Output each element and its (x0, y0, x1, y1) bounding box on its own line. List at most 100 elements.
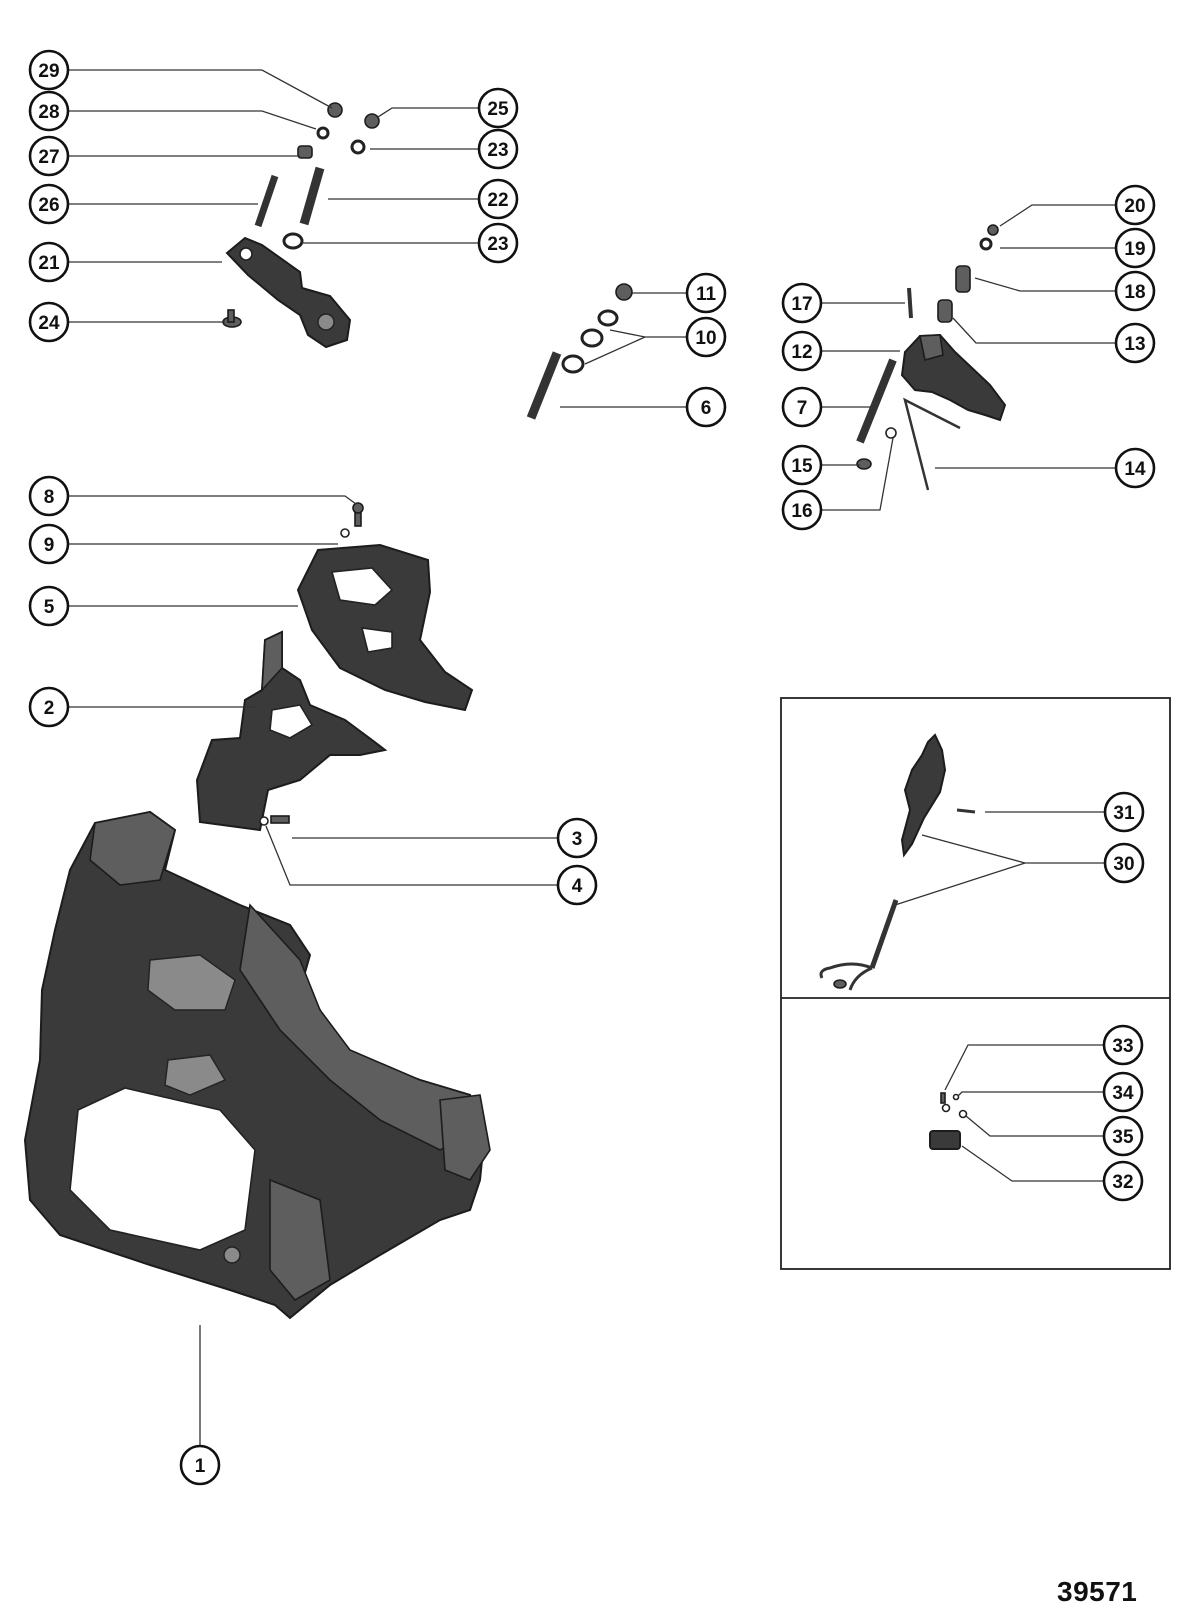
callout-circle (477, 87, 519, 129)
callout-circle (781, 330, 823, 372)
callout-17: 17 (781, 282, 823, 324)
callout-number: 2 (44, 698, 55, 719)
callout-19: 19 (1114, 227, 1156, 269)
callout-number: 11 (696, 284, 717, 305)
callout-12: 12 (781, 330, 823, 372)
callout-number: 16 (791, 501, 812, 522)
part-23-washer-lower (282, 232, 304, 250)
callout-22: 22 (477, 178, 519, 220)
callout-number: 6 (701, 398, 712, 419)
part-6-pin (526, 351, 562, 420)
callout-20: 20 (1114, 184, 1156, 226)
callout-29: 29 (28, 49, 70, 91)
callout-number: 18 (1124, 282, 1145, 303)
part-27-nut (297, 145, 313, 159)
part-28-washer (316, 126, 330, 140)
callout-circle (28, 301, 70, 343)
callout-circle (781, 386, 823, 428)
callout-layer: 2928272621242523222311106171271516201918… (28, 49, 1156, 1486)
callout-8: 8 (28, 475, 70, 517)
part-8-screw-head (352, 502, 364, 514)
callout-1: 1 (179, 1444, 221, 1486)
part-35-washer-right (958, 1109, 968, 1119)
drawing-number: 39571 (1057, 1576, 1138, 1607)
part-29-nut (327, 102, 343, 118)
part-5-bracket-arm (296, 543, 474, 712)
callout-circle (685, 386, 727, 428)
callout-number: 21 (38, 253, 60, 274)
part-10-washer-b (580, 328, 604, 348)
callout-circle (1103, 842, 1145, 884)
callout-14: 14 (1114, 447, 1156, 489)
callout-circle (28, 183, 70, 225)
callout-number: 29 (38, 61, 59, 82)
callout-number: 7 (797, 398, 808, 419)
callout-circle (1114, 227, 1156, 269)
callout-circle (28, 585, 70, 627)
callout-number: 27 (38, 147, 59, 168)
callout-circle (781, 444, 823, 486)
callout-30: 30 (1103, 842, 1145, 884)
callout-circle (781, 489, 823, 531)
callout-3: 3 (556, 817, 598, 859)
callout-9: 9 (28, 523, 70, 565)
callout-circle (477, 222, 519, 264)
callout-11: 11 (685, 272, 727, 314)
part-24-bolt (222, 309, 242, 328)
part-32-bracket (929, 1130, 961, 1150)
callout-number: 26 (38, 195, 59, 216)
part-4-washer (259, 816, 269, 826)
callout-circle (1102, 1115, 1144, 1157)
callout-25: 25 (477, 87, 519, 129)
part-14-rod (903, 397, 961, 491)
part-19-washer (979, 237, 993, 251)
callout-number: 1 (195, 1456, 206, 1477)
callout-circle (1102, 1024, 1144, 1066)
callout-18: 18 (1114, 270, 1156, 312)
part-11-nut (615, 283, 633, 301)
callout-7: 7 (781, 386, 823, 428)
callout-circle (685, 272, 727, 314)
callout-circle (1114, 184, 1156, 226)
callout-circle (556, 864, 598, 906)
part-17-pin (907, 287, 913, 319)
part-35-washer-left (941, 1103, 951, 1113)
callout-number: 9 (44, 535, 55, 556)
part-1-bracket (23, 810, 491, 1320)
callout-28: 28 (28, 90, 70, 132)
callout-number: 35 (1112, 1127, 1134, 1148)
callout-circle (179, 1444, 221, 1486)
callout-number: 13 (1124, 334, 1145, 355)
part-18-spring (955, 265, 971, 293)
part-2-bracket (195, 630, 388, 832)
callout-circle (28, 475, 70, 517)
callout-circle (28, 135, 70, 177)
callout-circle (1114, 270, 1156, 312)
callout-15: 15 (781, 444, 823, 486)
callout-34: 34 (1102, 1071, 1144, 1113)
part-23-washer-upper (350, 139, 366, 155)
callout-circle (28, 523, 70, 565)
callout-number: 20 (1124, 196, 1145, 217)
callout-16: 16 (781, 489, 823, 531)
part-26-stud (254, 174, 279, 228)
callout-circle (1114, 447, 1156, 489)
callout-number: 22 (487, 190, 508, 211)
part-12-housing (900, 333, 1007, 422)
callout-circle (1102, 1071, 1144, 1113)
callout-21: 21 (28, 241, 70, 283)
callout-number: 25 (487, 99, 509, 120)
part-33-screw (940, 1092, 946, 1104)
part-7-pin (856, 358, 897, 444)
part-22-stud (299, 166, 325, 226)
callout-number: 19 (1124, 239, 1145, 260)
callout-26: 26 (28, 183, 70, 225)
callout-number: 33 (1112, 1036, 1133, 1057)
callout-10: 10 (685, 316, 727, 358)
callout-circle (1102, 1160, 1144, 1202)
callout-5: 5 (28, 585, 70, 627)
callout-circle (477, 178, 519, 220)
callout-number: 34 (1112, 1083, 1134, 1104)
callout-number: 3 (572, 829, 583, 850)
